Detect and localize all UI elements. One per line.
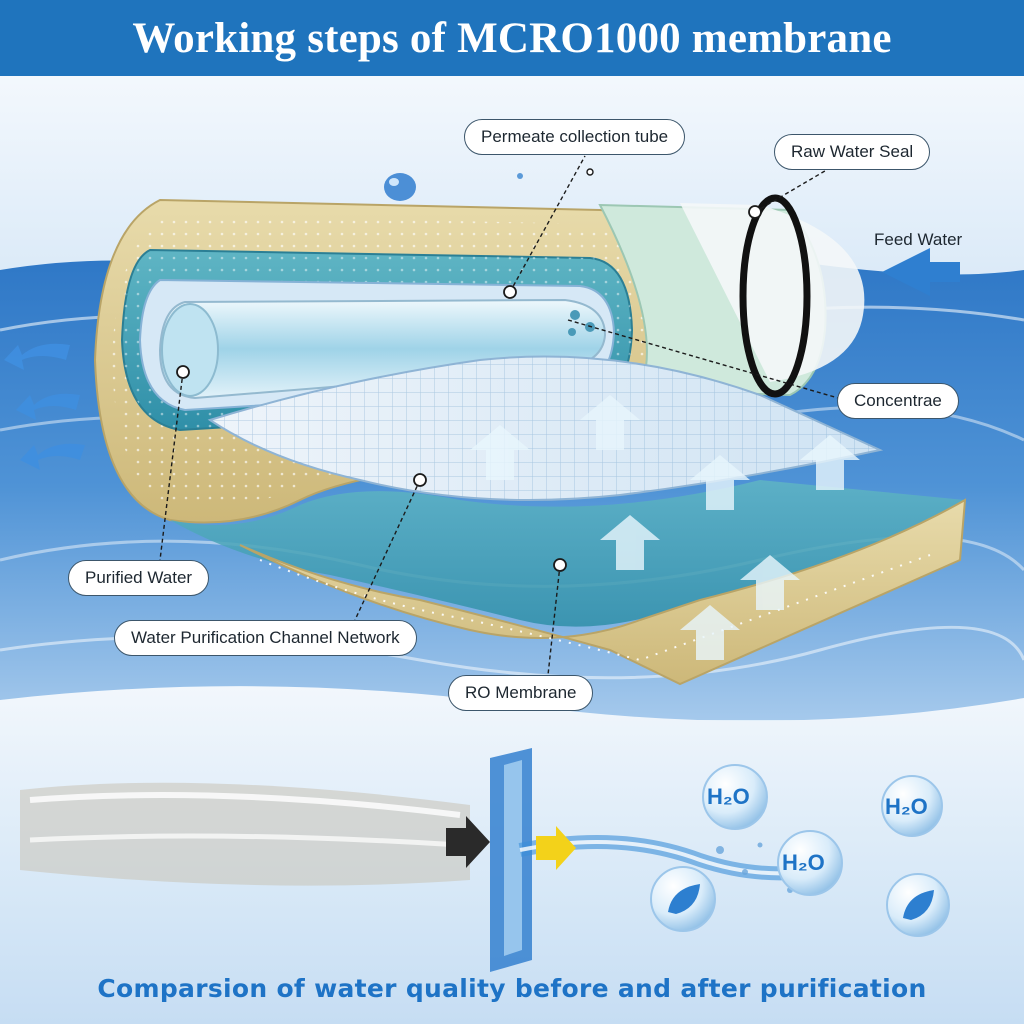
h2o-label-1: H₂O	[707, 784, 750, 809]
label-raw-water-seal: Raw Water Seal	[774, 134, 931, 170]
h2o-label-2: H₂O	[885, 794, 928, 819]
label-concentrate: Concentrae	[837, 383, 959, 419]
footer-caption: Comparsion of water quality before and a…	[97, 974, 927, 1003]
page-title: Working steps of MCRO1000 membrane	[132, 14, 892, 62]
label-ro-membrane: RO Membrane	[448, 675, 594, 711]
title-banner: Working steps of MCRO1000 membrane	[0, 0, 1024, 76]
label-permeate-collection-tube: Permeate collection tube	[464, 119, 686, 155]
label-feed-water: Feed Water	[874, 230, 963, 249]
label-purified-water: Purified Water	[68, 560, 210, 596]
label-water-purification-channel-network: Water Purification Channel Network	[114, 620, 417, 656]
h2o-label-3: H₂O	[782, 850, 825, 875]
